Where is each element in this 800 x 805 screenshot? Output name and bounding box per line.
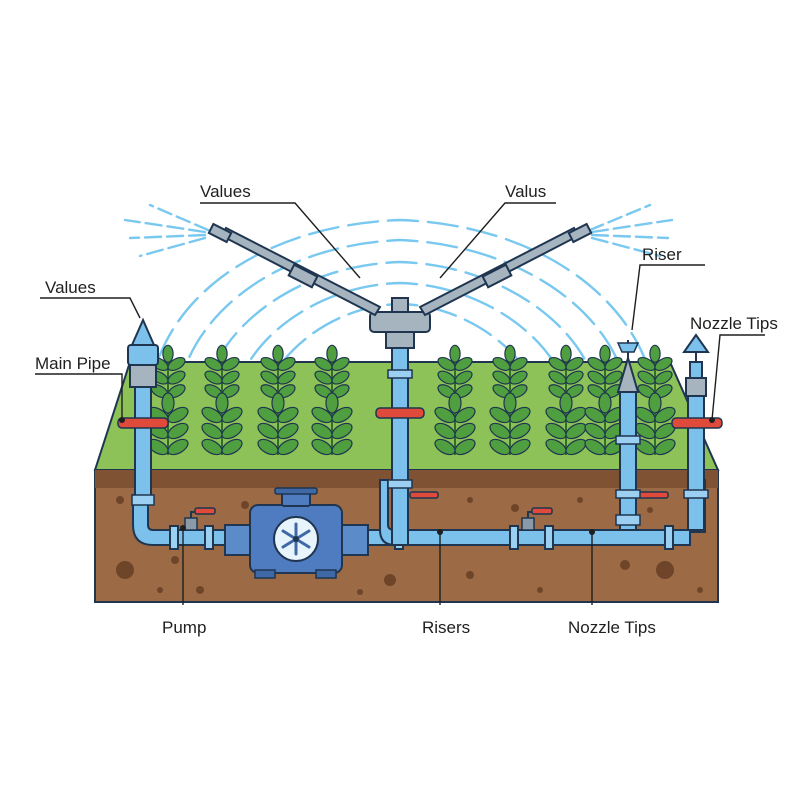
label-valus-top-right: Valus [505,182,546,201]
nozzle-pipe-right [671,333,723,531]
crop-plant [204,344,240,399]
pump [224,487,369,579]
label-pump: Pump [162,618,206,637]
crop-plants [147,344,676,456]
label-values-top-left: Values [200,182,251,201]
crop-plant [437,344,473,399]
label-nozzle-tips-bottom: Nozzle Tips [568,618,656,637]
left-nozzle-spray [123,203,210,258]
crop-plant [314,344,350,399]
crop-plant [260,344,296,399]
label-main-pipe: Main Pipe [35,354,111,373]
crop-plant [492,344,528,399]
crop-plant [311,392,353,456]
crop-plant [489,392,531,456]
center-riser [207,222,593,546]
crop-plant [434,392,476,456]
valve-left-underground [184,507,216,531]
valve-center-riser [409,491,439,499]
crop-plant [545,392,587,456]
right-nozzle-spray [588,203,674,258]
crop-plant [257,392,299,456]
crop-plant [587,344,623,399]
riser-right [615,340,641,531]
crop-plant [548,344,584,399]
valve-right-underground [521,507,553,531]
label-risers: Risers [422,618,470,637]
label-nozzle-tips-right: Nozzle Tips [690,314,778,333]
label-values-left: Values [45,278,96,297]
label-riser: Riser [642,245,682,264]
label-leader-lines [35,202,765,605]
valve-right-riser [637,491,669,499]
main-pipe-left-riser [117,317,169,506]
crop-plant [634,392,676,456]
crop-plant [201,392,243,456]
